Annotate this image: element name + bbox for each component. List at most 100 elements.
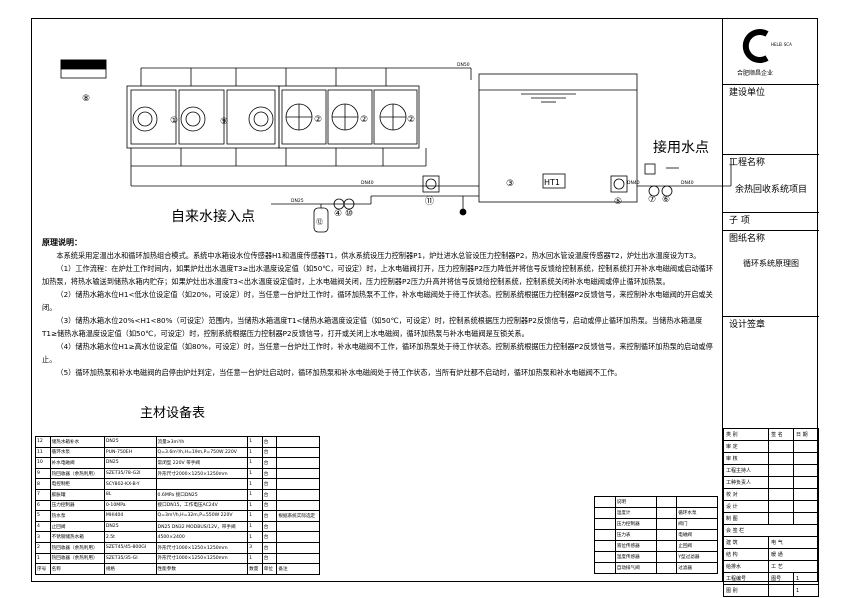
equipment-cell: 热水泵 [49, 510, 105, 522]
legend-cell: 压力控制器 [614, 518, 657, 530]
drawing-name-row: 图纸名称 循环系统原理图 [723, 230, 819, 316]
build-unit-row: 建设单位 [723, 84, 819, 136]
equipment-cell: 8L [103, 488, 157, 501]
label-n1: ① [170, 116, 178, 126]
page-no: 1 [793, 584, 819, 597]
drawing-name-label: 图纸名称 [729, 234, 766, 244]
equipment-cell: DN25 [103, 436, 157, 448]
sign-cell [793, 512, 819, 525]
project-no-label: 工程编号 [722, 572, 770, 585]
equipment-cell: 补水电磁阀 [49, 457, 105, 469]
build-unit-label: 建设单位 [729, 88, 766, 98]
principle-para-0: 本系统采用定温出水和循环加热组合模式。系统中水箱设水位传感器H1和温度传感器T1… [56, 251, 701, 260]
label-n2b: ② [360, 115, 368, 125]
equipment-cell: 0.6MPa 接口DN25 [155, 488, 249, 501]
equipment-cell [276, 467, 320, 480]
equipment-cell: 压力控制器 [49, 499, 105, 512]
sign-row: 审 定 [722, 440, 819, 453]
countersign-cell: 结 构 [722, 548, 770, 561]
countersign-item-row: 结 构暖 通 [722, 548, 819, 561]
label-n5: ⑤ [614, 197, 622, 207]
equipment-cell: 2 [35, 541, 51, 554]
equipment-cell: 1 [247, 488, 263, 501]
project-name-label: 工程名称 [729, 158, 766, 168]
equipment-cell: 储热水箱补水 [49, 436, 105, 448]
sign-header-row: 类 别签 名日 期 [722, 428, 819, 441]
sign-row: 设 计 [722, 500, 819, 513]
sign-cell [793, 452, 819, 465]
equipment-cell: 4500×2400 [155, 531, 249, 543]
equipment-cell: 1 [247, 436, 263, 448]
sign-row: 工种负责人 [722, 476, 819, 489]
legend-cell: 阀门 [676, 518, 718, 530]
countersign-cell: 暖 通 [768, 548, 819, 561]
legend-cell [594, 540, 616, 552]
label-ht1: HT1 [544, 178, 560, 187]
principle-para-1: （1）工作流程：在炉灶工作时间内，如果炉灶出水温度T3≥出水温度设定值（如50℃… [42, 264, 714, 286]
sub-item-row: 子 项 [723, 212, 819, 230]
sign-header-cell: 类 别 [722, 428, 770, 441]
equipment-cell [155, 478, 249, 490]
equipment-cell: SZET35/78-G2I [103, 467, 157, 480]
legend-cell [655, 562, 678, 574]
principle-para-3: （3）储热水箱水位20%<H1<80%（可设定）范围内，当储热水箱温度T1<储热… [42, 316, 703, 338]
legend-cell: 说明 [614, 496, 657, 508]
countersign-item-row: 给排水工 艺 [722, 560, 819, 573]
sign-cell [768, 500, 795, 513]
legend-row: 液位传感器止回阀 [594, 540, 718, 552]
sheet-no-label: 图号 [768, 572, 795, 585]
sign-cell: 设 计 [722, 500, 770, 513]
sheet-no: 1 [793, 572, 819, 585]
label-n3: ③ [506, 179, 514, 189]
equipment-cell: 1 [247, 478, 263, 490]
label-n12: ⑫ [316, 218, 323, 226]
equipment-cell: 台 [261, 446, 278, 459]
sign-cell [793, 488, 819, 501]
legend-cell [594, 562, 616, 574]
legend-cell [594, 518, 616, 530]
equipment-cell: 外形尺寸1000×1250×1250mm [155, 541, 249, 554]
sheet-blank [768, 584, 795, 597]
label-n4: ④ [334, 209, 342, 219]
equipment-cell: 12 [35, 436, 51, 448]
equipment-cell [276, 520, 320, 533]
sign-cell: 校 对 [722, 488, 770, 501]
equipment-cell: SZET45/45-800GI [103, 541, 157, 554]
countersign-label: 会 签 栏 [723, 524, 819, 537]
equipment-cell: 1 [247, 510, 263, 522]
legend-cell: 循环水泵 [676, 507, 718, 519]
equipment-cell [276, 436, 320, 448]
drawing-name: 循环系统原理图 [743, 259, 799, 268]
countersign-cell: 电 气 [768, 536, 819, 549]
equipment-cell: 7 [35, 488, 51, 501]
sign-cell [793, 464, 819, 477]
company-name: 合肥顺昌企业 [737, 70, 774, 77]
equipment-header-cell: 备注 [276, 563, 320, 575]
label-dn40c: DN40 [681, 180, 694, 186]
sign-cell [768, 452, 795, 465]
label-use-water: 接用水点 [653, 139, 709, 156]
equipment-cell [276, 446, 320, 459]
equipment-cell: 台 [261, 520, 278, 533]
legend-cell: 止回阀 [676, 540, 718, 552]
sign-header-cell: 签 名 [768, 428, 795, 441]
principle-description: 原理说明： 本系统采用定温出水和循环加热组合模式。系统中水箱设水位传感器H1和温… [42, 236, 714, 379]
sign-row: 制 图 [722, 512, 819, 525]
equipment-header-cell: 单位 [261, 563, 278, 575]
label-dn40: DN40 [361, 180, 374, 186]
equipment-cell: 3 [35, 531, 51, 543]
equipment-cell: 9 [35, 467, 51, 480]
equipment-header-cell: 规格 [103, 563, 157, 575]
label-dn40b: DN40 [627, 180, 640, 186]
equipment-header-cell: 序号 [35, 563, 51, 575]
equipment-cell: 循环水泵 [49, 446, 105, 459]
equipment-cell: 5 [35, 510, 51, 522]
